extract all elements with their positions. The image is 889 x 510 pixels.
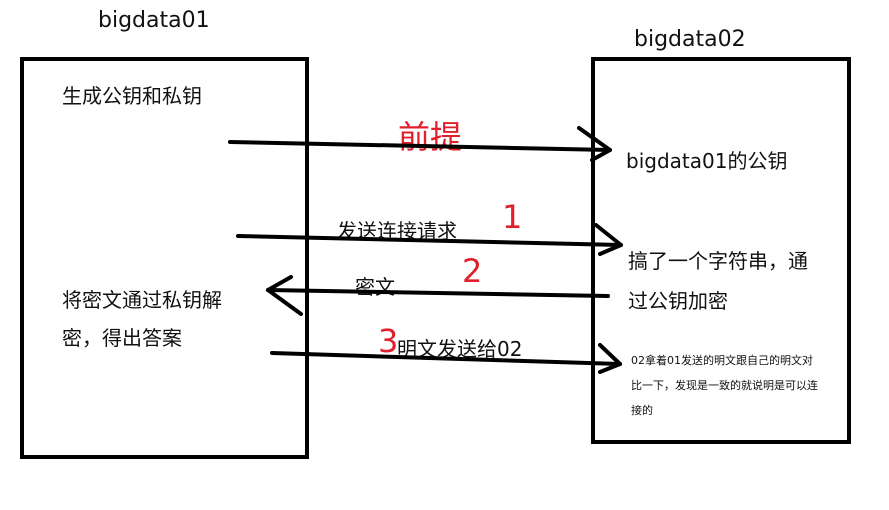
encrypt-text-line2: 过公钥加密 (628, 289, 728, 313)
encrypt-text-line1: 搞了一个字符串，通 (628, 249, 808, 273)
bigdata02-box (591, 57, 851, 444)
premise-label: 前提 (398, 118, 463, 156)
step1-number: 1 (502, 198, 523, 236)
arrow-step1 (236, 223, 623, 256)
arrow-step2 (266, 275, 610, 316)
bigdata01-box (20, 57, 309, 459)
step2-label: 密文 (355, 275, 395, 299)
decrypt-text-line1: 将密文通过私钥解 (62, 288, 222, 312)
step2-number: 2 (462, 252, 483, 290)
compare-text-line3: 接的 (631, 404, 653, 417)
step3-number: 3 (378, 322, 399, 360)
compare-text-line1: 02拿着01发送的明文跟自己的明文对 (631, 354, 813, 367)
compare-text-line2: 比一下，发现是一致的就说明是可以连 (631, 379, 818, 392)
generate-keys-text: 生成公钥和私钥 (62, 84, 202, 108)
bigdata01-title: bigdata01 (98, 8, 210, 33)
public-key-text: bigdata01的公钥 (626, 149, 788, 173)
arrow-premise (228, 126, 612, 162)
bigdata02-title: bigdata02 (634, 27, 746, 52)
arrow-step3 (270, 343, 622, 374)
decrypt-text-line2: 密，得出答案 (62, 326, 182, 350)
